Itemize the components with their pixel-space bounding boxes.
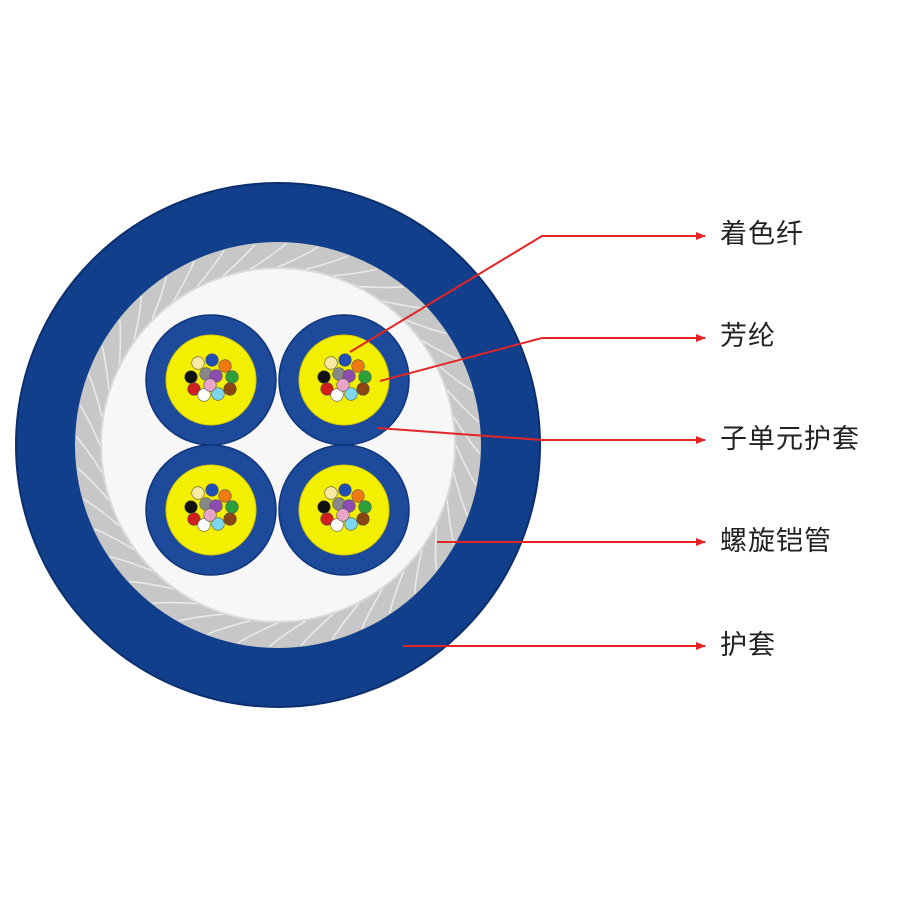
colored-fiber (205, 483, 219, 497)
armor-ridge (332, 268, 378, 277)
armor-ridge (388, 570, 405, 614)
colored-fiber (338, 353, 352, 367)
colored-fiber (324, 356, 338, 370)
subunit-1 (145, 314, 277, 446)
subunit-3 (145, 444, 277, 576)
colored-fiber (205, 353, 219, 367)
colored-fiber (320, 382, 334, 396)
colored-fiber (317, 500, 331, 514)
armor-ridge (446, 389, 480, 423)
armor-ridge (455, 444, 477, 486)
colored-fiber (344, 517, 358, 531)
leader-line-colored-fiber (349, 232, 706, 353)
colored-fiber (344, 387, 358, 401)
colored-fiber (211, 387, 225, 401)
colored-fiber (223, 512, 237, 526)
armor-ridge (133, 296, 143, 341)
colored-fiber (351, 359, 365, 373)
armor-ridge (277, 246, 319, 268)
colored-fiber (336, 508, 350, 522)
colored-fiber (218, 359, 232, 373)
armor-ridge (79, 404, 101, 446)
colored-fiber (358, 370, 372, 384)
armor-ridge (358, 285, 404, 289)
armor-ridge (93, 528, 135, 551)
armor-ridge (453, 472, 469, 516)
subunit-4 (278, 444, 410, 576)
armor-ridge (76, 467, 110, 501)
colored-fiber (184, 370, 198, 384)
armor-spiral-ridges (75, 242, 481, 648)
armor-ridge (118, 319, 122, 365)
armor-ridge (453, 416, 481, 455)
colored-fiber (187, 512, 201, 526)
armor-ridge (413, 549, 423, 594)
armor-ridge (300, 613, 334, 647)
colored-fiber (197, 388, 211, 402)
armor-ridge (305, 254, 349, 270)
armor-ridge (82, 498, 120, 527)
armor-ridge (268, 620, 307, 648)
armor-ridge (403, 318, 447, 335)
subunit-2 (278, 314, 410, 446)
colored-fiber (223, 382, 237, 396)
colored-fiber (203, 378, 217, 392)
colored-fiber (225, 500, 239, 514)
armor-ridge (87, 374, 103, 418)
armor-ridge (222, 243, 256, 277)
armor-ridge (207, 620, 251, 636)
colored-fiber (197, 518, 211, 532)
armor-ridge (331, 603, 360, 641)
armor-ridge (101, 345, 110, 391)
leader-line-subunit-jacket (377, 427, 706, 444)
armor-ridge (178, 613, 224, 622)
colored-fiber (191, 486, 205, 500)
armor-ridge (237, 622, 279, 644)
armor-ridge (434, 525, 438, 571)
label-spiral-armor-tube: 螺旋铠管 (720, 526, 832, 557)
colored-fiber (336, 378, 350, 392)
colored-fiber (203, 508, 217, 522)
colored-fiber (330, 518, 344, 532)
colored-fiber (320, 512, 334, 526)
armor-ridge (152, 601, 198, 605)
colored-fiber (225, 370, 239, 384)
label-outer-jacket: 护套 (720, 630, 776, 661)
label-colored-fiber: 着色纤 (720, 219, 804, 250)
armor-ridge (151, 276, 168, 320)
colored-fiber (191, 356, 205, 370)
armor-ridge (172, 260, 195, 302)
label-aramid: 芳纶 (720, 321, 776, 352)
armor-ridge (249, 242, 288, 270)
armor-ridge (109, 555, 153, 572)
armor-ridge (129, 580, 174, 590)
label-subunit-jacket: 子单元护套 (720, 424, 860, 455)
colored-fiber (317, 370, 331, 384)
colored-fiber (338, 483, 352, 497)
leader-lines (349, 232, 706, 650)
colored-fiber (330, 388, 344, 402)
armor-ridge (436, 363, 474, 392)
colored-fiber (184, 500, 198, 514)
colored-fiber (358, 500, 372, 514)
colored-fiber (187, 382, 201, 396)
subunits-group (145, 314, 410, 576)
colored-fiber (324, 486, 338, 500)
colored-fiber (218, 489, 232, 503)
colored-fiber (211, 517, 225, 531)
colored-fiber (356, 382, 370, 396)
armor-ridge (361, 588, 384, 630)
armor-ridge (75, 435, 103, 474)
armor-ridge (196, 249, 225, 287)
colored-fiber (356, 512, 370, 526)
colored-fiber (351, 489, 365, 503)
leader-line-aramid (379, 334, 706, 382)
